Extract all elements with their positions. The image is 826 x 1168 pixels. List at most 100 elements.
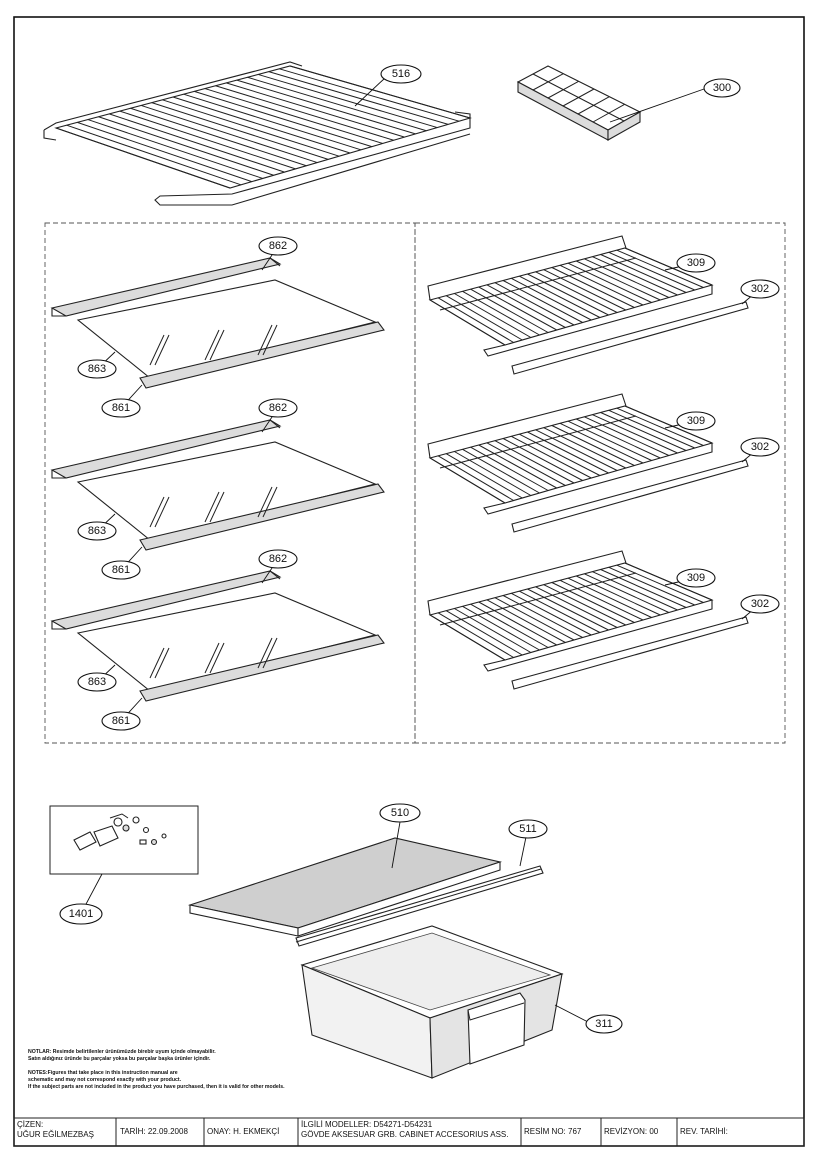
shelf-wire — [130, 107, 307, 167]
front-profile — [139, 634, 385, 702]
approved-field: ONAY: H. EKMEKÇİ — [207, 1127, 279, 1136]
shelf-wire — [66, 124, 242, 186]
drawing-number-field: RESİM NO: 767 — [524, 1127, 582, 1136]
shelf-wire — [478, 444, 557, 489]
callout-862-3: 862 — [258, 549, 298, 584]
glass-reflection — [257, 324, 273, 356]
shelf-wire — [437, 612, 514, 658]
rear-profile — [50, 570, 282, 630]
shelf-wire — [486, 599, 566, 643]
callout-862-2: 862 — [258, 398, 298, 433]
shelf-wire — [98, 116, 274, 176]
shelf-wire — [109, 113, 285, 173]
callout-862-1-label: 862 — [269, 240, 287, 252]
rear-profile-edge — [51, 570, 281, 630]
shelf-wire — [543, 584, 626, 626]
shelf-wire — [543, 269, 626, 311]
shelf-wire — [151, 102, 329, 160]
glass-reflection — [257, 486, 273, 518]
glass-reflection — [262, 637, 278, 669]
front-profile — [139, 321, 385, 389]
shelf-wire — [567, 420, 652, 461]
glass-reflection — [262, 486, 278, 518]
profile-302 — [511, 616, 749, 690]
glass-reflection — [262, 324, 278, 356]
shelf-wire — [502, 438, 583, 481]
note-en-line1: NOTES:Figures that take place in this in… — [28, 1070, 178, 1076]
callout-302-2-label: 302 — [751, 441, 769, 453]
shelf-wire — [183, 93, 362, 151]
glass-panel — [76, 592, 377, 692]
shelf-wire — [486, 442, 566, 486]
callout-861-1: 861 — [101, 384, 143, 418]
callout-302-2-oval — [740, 437, 780, 457]
shelf-wire — [511, 277, 592, 321]
wire-shelf-frame — [427, 235, 713, 357]
callout-302-3-oval — [740, 594, 780, 614]
glass-reflection — [209, 491, 225, 523]
glass-reflection — [149, 647, 165, 679]
shelf-wire — [194, 90, 372, 148]
wire-shelves-group-box — [414, 222, 786, 744]
glass-shelf-2 — [50, 419, 385, 551]
shelf-wire — [257, 73, 438, 129]
shelf-wire — [140, 104, 318, 164]
shelf-wire — [616, 249, 704, 288]
shelf-wire — [247, 76, 427, 132]
shelf-wire — [608, 251, 695, 291]
callout-1401: 1401 — [59, 873, 103, 925]
shelf-wire — [527, 273, 609, 316]
revision-date-field: REV. TARİHİ: — [680, 1127, 728, 1136]
shelf-wire — [616, 564, 704, 603]
callout-861-3-label: 861 — [112, 715, 130, 727]
shelf-wire — [608, 409, 695, 449]
callout-309-1-oval — [676, 253, 716, 273]
shelf-wire — [462, 605, 540, 651]
shelf-wire — [172, 96, 351, 154]
callout-309-3-label: 309 — [687, 572, 705, 584]
shelf-wire — [462, 290, 540, 336]
callout-863-2-oval — [77, 521, 117, 541]
note-en-line3: If the subject parts are not included in… — [28, 1084, 285, 1090]
shelf-wire — [204, 88, 383, 144]
profile-302 — [511, 459, 749, 533]
callout-309-2: 309 — [664, 411, 716, 431]
callout-label-300: 300 — [713, 82, 731, 94]
shelf-wire — [511, 592, 592, 636]
related-models-field: İLGİLİ MODELLER: D54271-D54231 — [301, 1120, 433, 1129]
glass-reflection — [154, 334, 170, 366]
drawn-by-value: UĞUR EĞİLMEZBAŞ — [17, 1130, 94, 1139]
shelf-wire — [162, 99, 340, 157]
callout-863-3: 863 — [77, 664, 117, 692]
callout-309-1: 309 — [664, 253, 716, 273]
shelf-wire — [494, 282, 575, 326]
shelf-wire — [600, 569, 687, 608]
shelf-wire — [616, 407, 704, 446]
note-en-line2: schematic and may not correspond exactly… — [28, 1077, 182, 1083]
callout-861-2: 861 — [101, 546, 143, 580]
note-tr-line1: NOTLAR: Resimde belirtilenler ürünümüzde… — [28, 1049, 216, 1055]
wire-shelf-309-1 — [427, 235, 749, 375]
glass-reflection — [204, 642, 220, 674]
front-profile — [139, 483, 385, 551]
shelf-wire — [55, 127, 231, 189]
callout-309-2-oval — [676, 411, 716, 431]
shelf-wire — [551, 582, 635, 623]
shelf-wire — [592, 571, 678, 611]
shelf-wire — [478, 286, 557, 331]
shelf-wire — [429, 457, 506, 504]
shelf-wire — [543, 427, 626, 469]
callout-862-2-label: 862 — [269, 402, 287, 414]
shelf-wire — [559, 422, 644, 464]
shelf-wire — [584, 258, 670, 298]
drawing-notes: NOTLAR: Resimde belirtilenler ürünümüzde… — [28, 1049, 285, 1090]
callout-label-311: 311 — [595, 1018, 613, 1030]
shelf-wire — [215, 85, 394, 141]
callout-863-3-oval — [77, 672, 117, 692]
shelf-wire — [567, 262, 652, 303]
callout-302-2: 302 — [740, 437, 780, 463]
callout-309-2-label: 309 — [687, 415, 705, 427]
shelf-wire — [470, 288, 549, 333]
shelf-wire — [519, 275, 601, 318]
callout-510: 510 — [379, 803, 421, 869]
